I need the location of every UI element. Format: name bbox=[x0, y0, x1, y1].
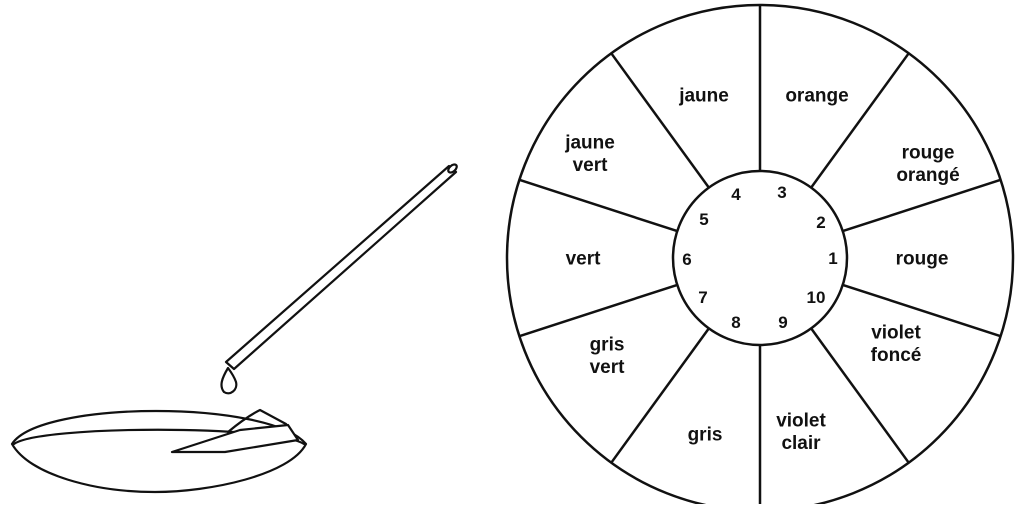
sector-label: vert bbox=[566, 249, 602, 270]
dish-icon bbox=[12, 411, 306, 492]
number-label: 7 bbox=[698, 288, 707, 307]
sector-label: orange bbox=[785, 86, 848, 107]
number-label: 1 bbox=[828, 249, 837, 268]
wheel-inner-circle bbox=[673, 171, 847, 345]
number-label: 5 bbox=[699, 210, 708, 229]
sector-label: gris bbox=[688, 425, 723, 446]
number-label: 3 bbox=[777, 183, 786, 202]
number-label: 9 bbox=[778, 313, 787, 332]
dropper-icon bbox=[226, 163, 458, 369]
number-label: 2 bbox=[816, 213, 825, 232]
sector-label: jaune bbox=[678, 86, 729, 107]
number-label: 10 bbox=[807, 288, 826, 307]
drop-icon bbox=[221, 368, 236, 393]
ph-test-illustration bbox=[12, 163, 458, 492]
number-label: 6 bbox=[682, 250, 691, 269]
number-label: 8 bbox=[731, 313, 740, 332]
number-label: 4 bbox=[731, 185, 741, 204]
sector-label: rouge bbox=[896, 249, 949, 270]
